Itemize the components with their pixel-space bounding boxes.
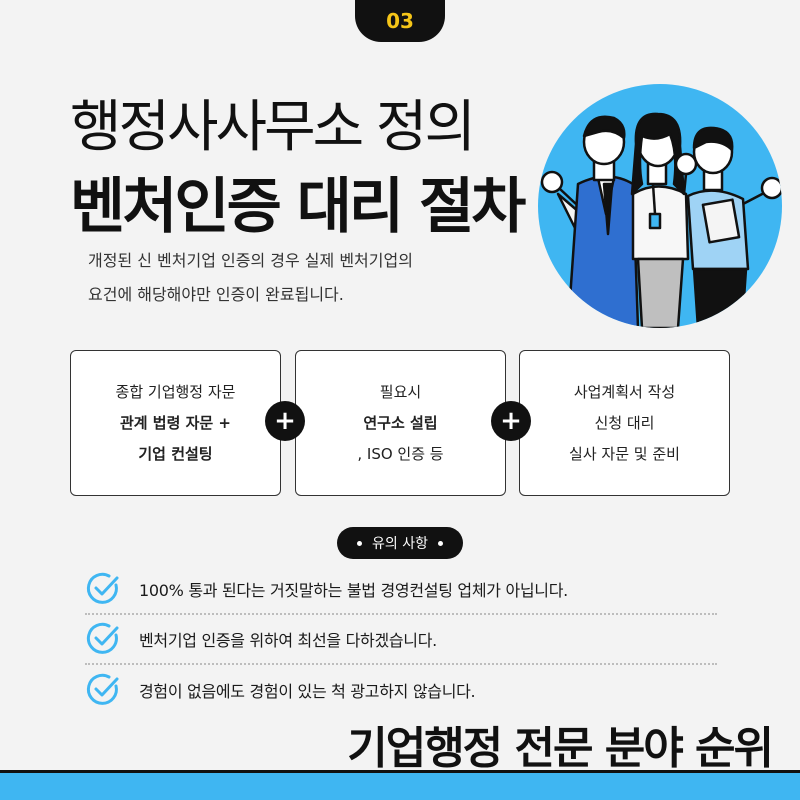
step-card-1: 종합 기업행정 자문 관계 법령 자문 + 기업 컨설팅 bbox=[70, 350, 281, 496]
step-1-line3: 기업 컨설팅 bbox=[138, 444, 213, 463]
step-1-line2: 관계 법령 자문 + bbox=[119, 413, 232, 432]
section-number-badge: 03 bbox=[355, 0, 445, 42]
person-middle-figure bbox=[630, 112, 698, 328]
check-circle-icon bbox=[86, 622, 119, 654]
notice-list: 100% 통과 된다는 거짓말하는 불법 경영컨설팅 업체가 아닙니다. 벤처기… bbox=[85, 565, 717, 715]
step-3-line1: 사업계획서 작성 bbox=[573, 382, 676, 401]
list-item: 경험이 없음에도 경험이 있는 척 광고하지 않습니다. bbox=[85, 665, 717, 715]
plus-symbol-2: + bbox=[500, 406, 522, 436]
description: 개정된 신 벤처기업 인증의 경우 실제 벤처기업의 요건에 해당해야만 인증이… bbox=[88, 244, 518, 312]
check-circle-icon bbox=[86, 572, 119, 604]
notice-label-pill: 유의 사항 bbox=[337, 527, 463, 559]
person-right-figure bbox=[686, 126, 782, 328]
step-2-line1: 필요시 bbox=[379, 382, 422, 401]
process-steps: 종합 기업행정 자문 관계 법령 자문 + 기업 컨설팅 + 필요시 연구소 설… bbox=[70, 350, 730, 496]
plus-icon: + bbox=[491, 401, 531, 441]
step-2-line3: , ISO 인증 등 bbox=[357, 444, 444, 463]
plus-symbol-1: + bbox=[274, 406, 296, 436]
notice-item-text: 벤처기업 인증을 위하여 최선을 다하겠습니다. bbox=[139, 631, 437, 650]
page-title-line2: 벤처인증 대리 절차 bbox=[70, 172, 526, 242]
bullet-dot-icon bbox=[357, 540, 362, 546]
page-title-line1: 행정사사무소 정의 bbox=[70, 95, 476, 160]
bottom-section-title: 기업행정 전문 분야 순위 bbox=[347, 723, 774, 774]
list-item: 벤처기업 인증을 위하여 최선을 다하겠습니다. bbox=[85, 615, 717, 665]
step-3-line2: 신청 대리 bbox=[594, 413, 655, 432]
step-2-line2: 연구소 설립 bbox=[363, 413, 438, 432]
step-3-line3: 실사 자문 및 준비 bbox=[569, 444, 680, 463]
step-card-2: 필요시 연구소 설립 , ISO 인증 등 bbox=[295, 350, 506, 496]
business-people-illustration bbox=[538, 84, 782, 328]
list-item: 100% 통과 된다는 거짓말하는 불법 경영컨설팅 업체가 아닙니다. bbox=[85, 565, 717, 615]
plus-icon: + bbox=[265, 401, 305, 441]
notice-item-text: 경험이 없음에도 경험이 있는 척 광고하지 않습니다. bbox=[139, 682, 476, 701]
step-1-line1: 종합 기업행정 자문 bbox=[115, 382, 236, 401]
section-number: 03 bbox=[386, 9, 414, 33]
description-line1: 개정된 신 벤처기업 인증의 경우 실제 벤처기업의 bbox=[88, 251, 413, 270]
notice-item-text: 100% 통과 된다는 거짓말하는 불법 경영컨설팅 업체가 아닙니다. bbox=[139, 581, 568, 600]
person-left-figure bbox=[540, 115, 640, 328]
check-circle-icon bbox=[86, 673, 119, 705]
notice-label: 유의 사항 bbox=[372, 536, 428, 552]
bullet-dot-icon bbox=[437, 540, 443, 546]
bottom-accent-bar bbox=[0, 770, 800, 800]
step-card-3: 사업계획서 작성 신청 대리 실사 자문 및 준비 bbox=[519, 350, 730, 496]
description-line2: 요건에 해당해야만 인증이 완료됩니다. bbox=[88, 285, 344, 304]
